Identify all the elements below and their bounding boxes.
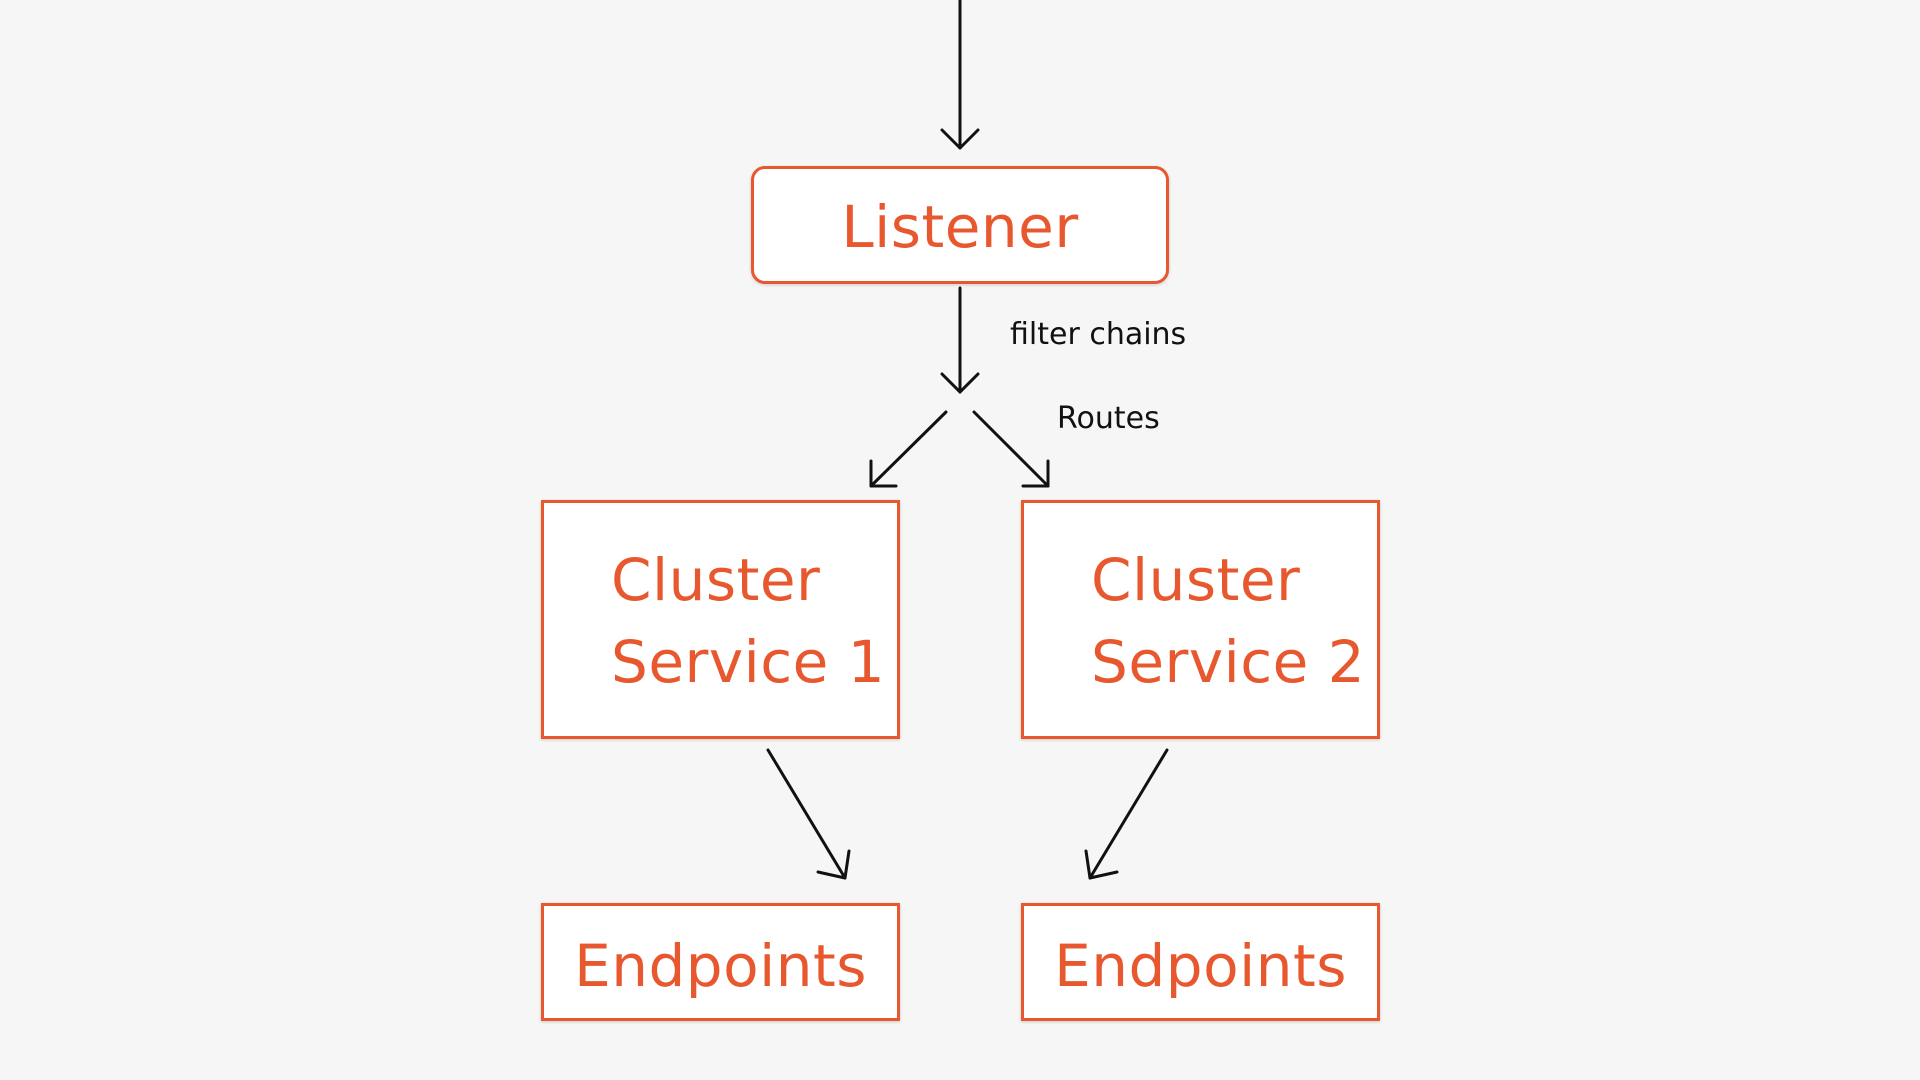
cluster-service-1-label-line1: Cluster	[611, 546, 821, 614]
routes-label: Routes	[1057, 401, 1160, 436]
cluster-1-to-endpoints-arrow	[766, 748, 851, 880]
cluster-service-1-node: Cluster Service 1	[541, 500, 900, 739]
cluster-service-1-label-line2: Service 1	[611, 628, 886, 696]
listener-label: Listener	[841, 193, 1079, 261]
filter-chains-label: filter chains	[1010, 317, 1187, 352]
endpoints-1-label: Endpoints	[574, 932, 867, 1000]
route-arrow-left	[869, 410, 948, 488]
listener-node: Listener	[751, 166, 1169, 284]
route-arrow-right	[972, 410, 1050, 488]
endpoints-2-node: Endpoints	[1021, 903, 1380, 1021]
cluster-service-2-node: Cluster Service 2	[1021, 500, 1380, 739]
filter-chains-arrow	[940, 286, 980, 394]
incoming-arrow	[940, 0, 980, 150]
endpoints-1-node: Endpoints	[541, 903, 900, 1021]
cluster-2-to-endpoints-arrow	[1084, 748, 1169, 880]
cluster-service-2-label-line1: Cluster	[1091, 546, 1301, 614]
cluster-service-2-label-line2: Service 2	[1091, 628, 1366, 696]
endpoints-2-label: Endpoints	[1054, 932, 1347, 1000]
